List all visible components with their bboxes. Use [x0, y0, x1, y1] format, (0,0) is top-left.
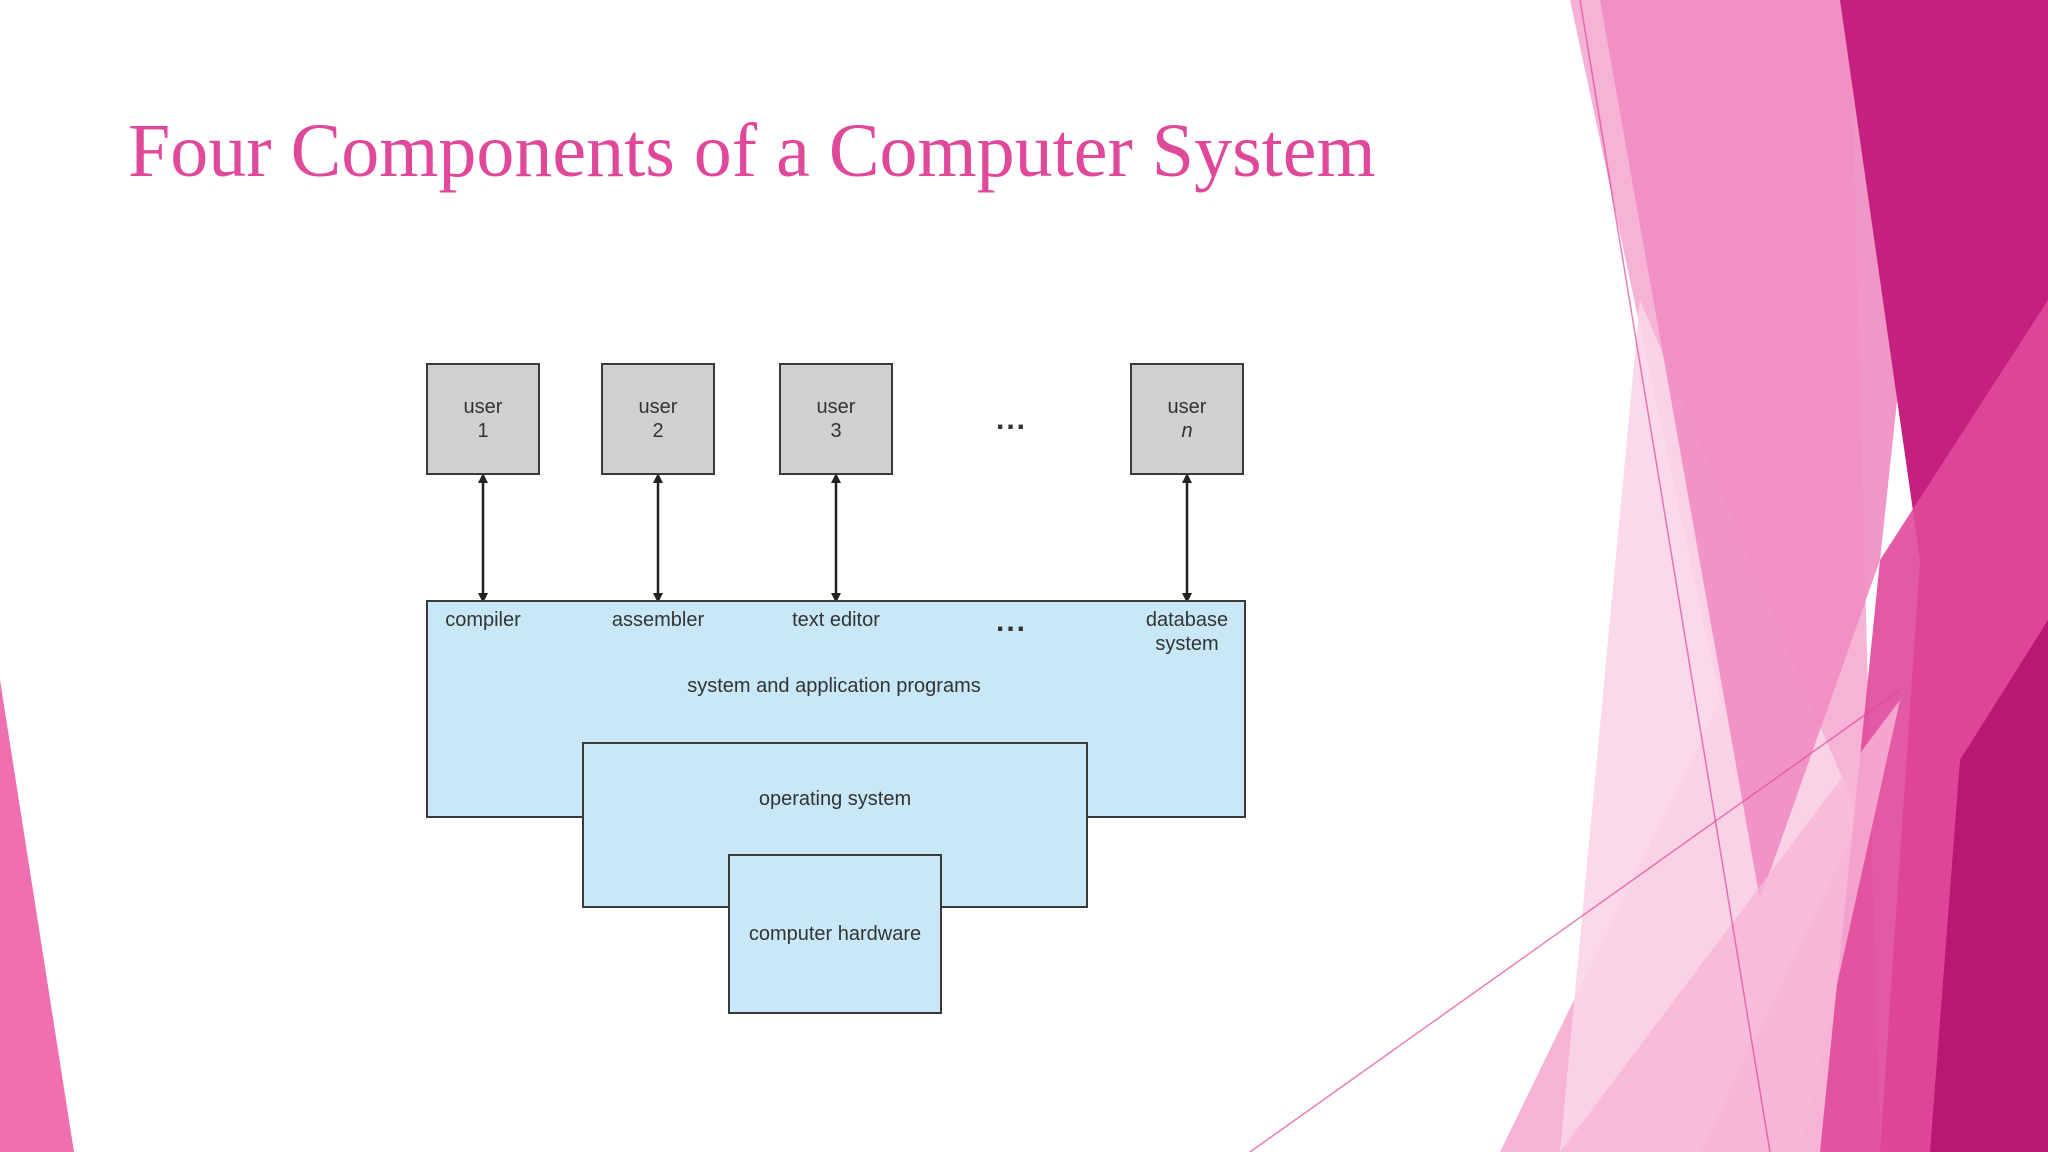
program-assembler: assembler — [611, 609, 705, 631]
users-ellipsis: ... — [996, 403, 1028, 436]
user-number: n — [1181, 420, 1193, 442]
slide-title: Four Components of a Computer System — [128, 109, 1376, 193]
programs-ellipsis: ... — [996, 605, 1028, 638]
database-line-1: database — [1145, 609, 1229, 631]
programs-layer-label: system and application programs — [687, 675, 981, 697]
right-deep-shape — [1930, 620, 2048, 1152]
user-label: user — [1167, 396, 1207, 418]
right-soft-shape — [1560, 700, 1900, 1152]
user-number: 1 — [477, 420, 489, 442]
left-accent-shape — [0, 680, 74, 1152]
program-text-editor: text editor — [792, 609, 880, 631]
user-number: 3 — [830, 420, 842, 442]
right-mid-shape — [1600, 0, 1940, 900]
program-database-system: database system — [1127, 608, 1247, 656]
decor-line-1 — [1579, 0, 1771, 1152]
decor-line-2 — [1249, 689, 1901, 1152]
computer-hardware-layer — [728, 854, 942, 1014]
operating-system-label: operating system — [758, 788, 912, 810]
database-line-2: system — [1155, 633, 1219, 655]
computer-hardware-label: computer hardware — [748, 923, 922, 945]
program-compiler: compiler — [445, 609, 521, 631]
user-label: user — [638, 396, 678, 418]
user-label: user — [463, 396, 503, 418]
user-number: 2 — [652, 420, 664, 442]
user-label: user — [816, 396, 856, 418]
